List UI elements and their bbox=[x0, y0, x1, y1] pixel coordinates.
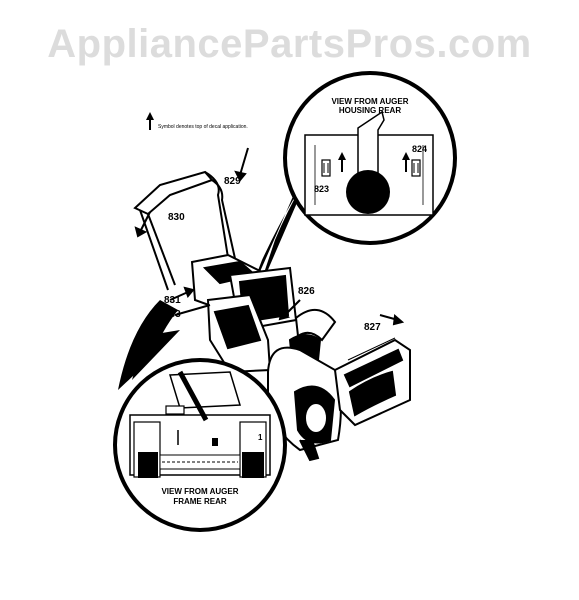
callout-824: 824 bbox=[412, 144, 427, 154]
callout-827: 827 bbox=[364, 322, 381, 333]
housing-rear-detail bbox=[245, 71, 457, 305]
snowthrower-body bbox=[133, 170, 411, 462]
decal-note: Symbol denotes top of decal application. bbox=[158, 124, 248, 130]
frame-rear-title-line1: VIEW FROM AUGER bbox=[161, 487, 238, 496]
callout-826: 826 bbox=[298, 286, 315, 297]
callout-823: 823 bbox=[314, 184, 329, 194]
housing-rear-title-line2: HOUSING REAR bbox=[339, 106, 401, 115]
callout-830: 830 bbox=[168, 212, 185, 223]
leader-lines bbox=[134, 147, 405, 326]
callout-831: 831 bbox=[164, 295, 181, 306]
note-arrow-icon bbox=[146, 112, 154, 130]
callout-829: 829 bbox=[224, 176, 241, 187]
housing-rear-title-line1: VIEW FROM AUGER bbox=[331, 97, 408, 106]
watermark-logo: AppliancePartsPros.com bbox=[47, 22, 532, 66]
frame-rear-detail bbox=[113, 300, 287, 532]
decal-mark-one: 1 bbox=[258, 433, 263, 442]
frame-rear-title-line2: FRAME REAR bbox=[173, 497, 227, 506]
